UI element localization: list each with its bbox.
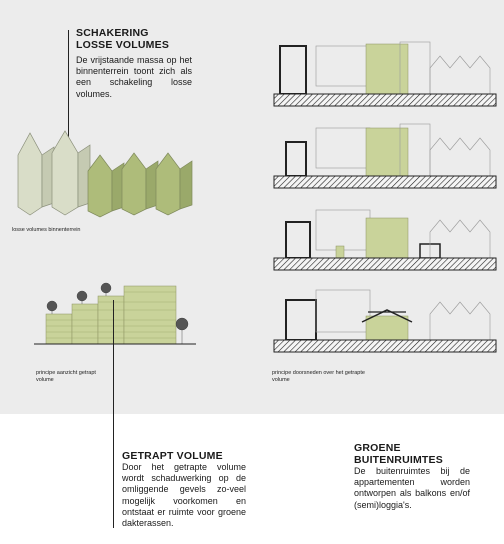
getrapt-title: GETRAPT VOLUME bbox=[122, 450, 223, 462]
leader-line-getrapt bbox=[113, 300, 114, 528]
caption-doorsneden: principe doorsneden over het getrapte vo… bbox=[272, 370, 365, 383]
caption-aanzicht: principe aanzicht getrapt volume bbox=[36, 370, 96, 383]
section-2 bbox=[273, 123, 497, 189]
leader-line-schakering bbox=[68, 30, 69, 152]
schakering-body: De vrijstaande massa op het binnenterrei… bbox=[76, 55, 192, 99]
section-4 bbox=[273, 289, 497, 353]
tree-icon bbox=[46, 282, 189, 344]
stepped-volume-elevation bbox=[34, 282, 196, 345]
volume-3 bbox=[87, 154, 125, 218]
caption-losse-volumes: losse volumes binnenterrein bbox=[12, 227, 81, 233]
groene-title: GROENE BUITENRUIMTES bbox=[354, 442, 443, 466]
groene-body: De buitenruimtes bij de appartementen wo… bbox=[354, 466, 470, 510]
volume-4 bbox=[121, 152, 159, 216]
volume-5 bbox=[155, 152, 193, 216]
section-3 bbox=[273, 209, 497, 271]
getrapt-body: Door het getrapte volume wordt schaduwer… bbox=[122, 462, 246, 529]
section-diagrams bbox=[273, 41, 497, 353]
schakering-title: SCHAKERING LOSSE VOLUMES bbox=[76, 27, 170, 51]
volume-1 bbox=[17, 132, 55, 216]
loose-volumes-illustration bbox=[17, 130, 193, 218]
volume-2 bbox=[51, 130, 91, 216]
section-1 bbox=[273, 41, 497, 107]
